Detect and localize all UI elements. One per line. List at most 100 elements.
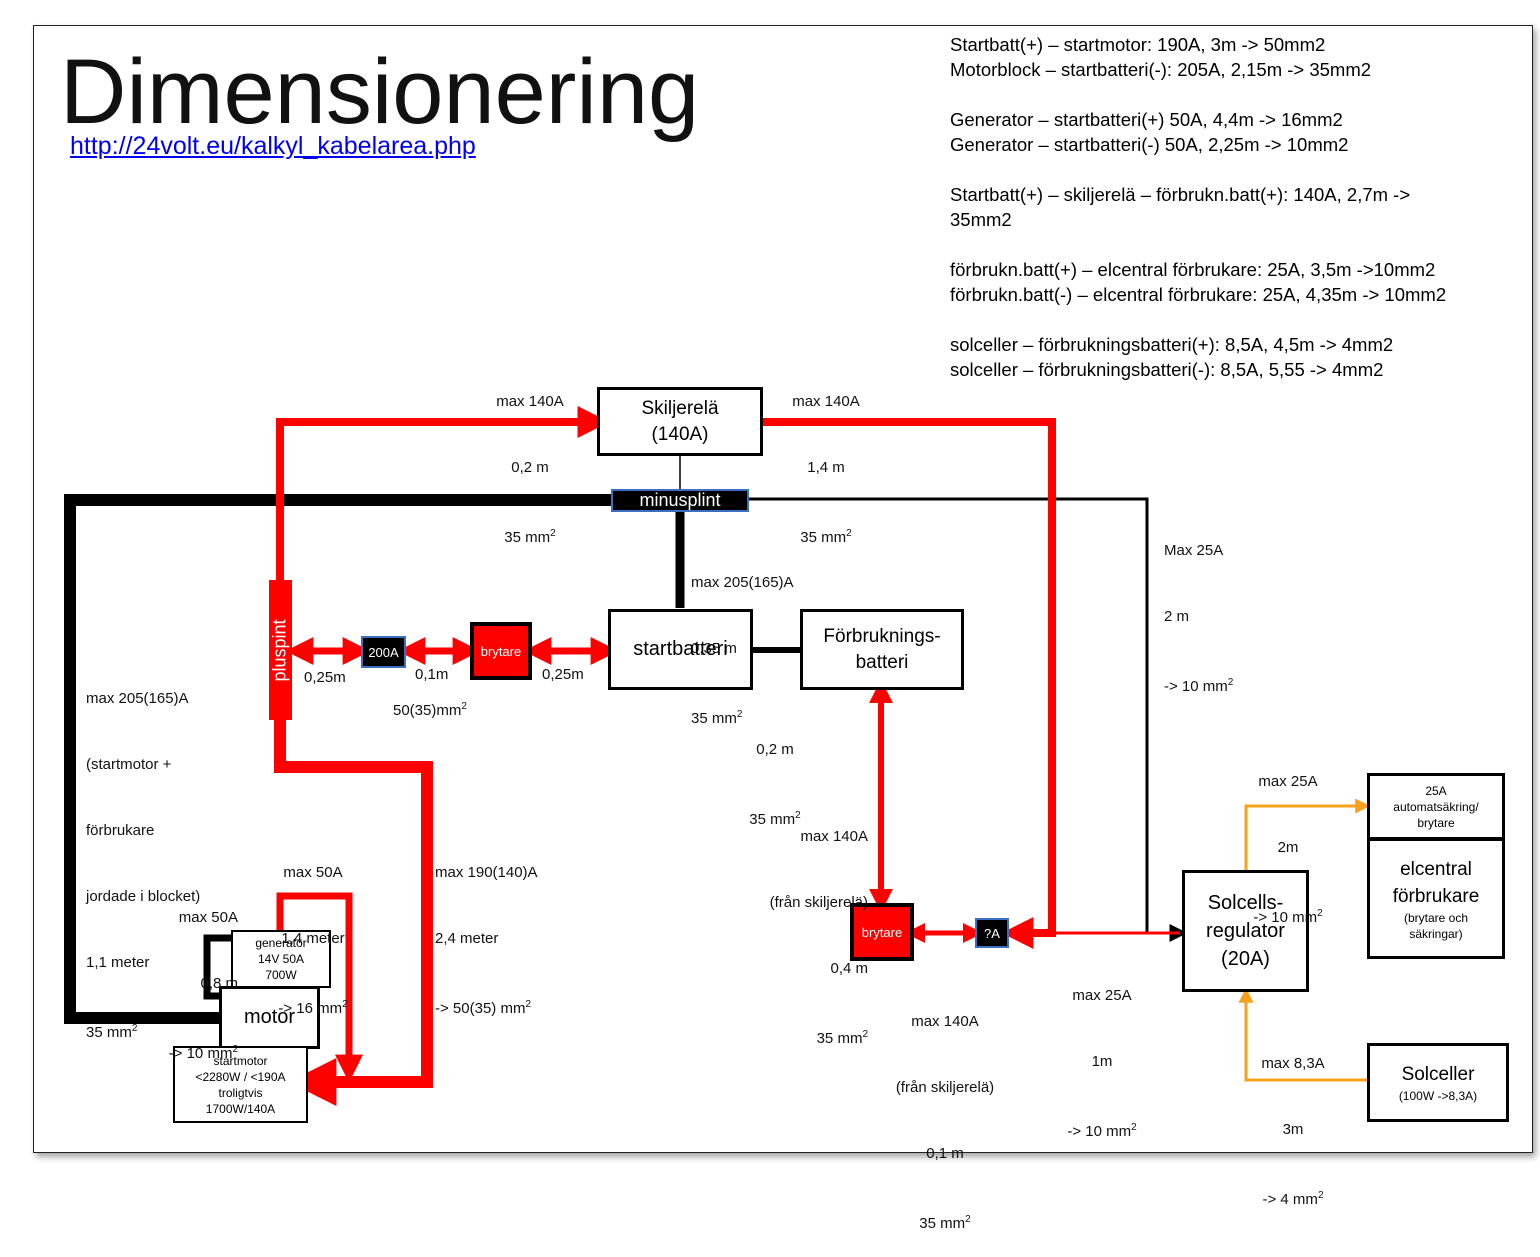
ground-cable-motor [64,494,612,1024]
label-top-right: max 140A 1,4 m 35 mm2 [766,347,886,571]
brytare-forbrukning[interactable]: brytare [850,903,914,961]
wiring-diagram [64,406,1371,1106]
label-top-left: max 140A 0,2 m 35 mm2 [470,347,590,571]
automatsakring-box[interactable]: 25A automatsäkring/ brytare [1367,773,1505,840]
label-line: 2m [1277,839,1299,856]
solceller-sub: (100W ->8,3A) [1398,1088,1478,1103]
label-line: -> 10 mm2 [1253,908,1323,926]
generator-box: generator 14V 50A 700W [231,930,331,988]
page-title: Dimensionering [60,41,700,143]
label-line: 3m [1282,1121,1304,1138]
elcentral-title: elcentral förbrukare [1392,858,1480,907]
label-line: -> 10 mm2 [168,1044,238,1062]
label-line: 1,1 meter [86,954,150,971]
elcentral-box: elcentral förbrukare (brytare och säkrin… [1367,838,1505,959]
label-line: -> 10 mm2 [1067,1122,1137,1140]
pluspint-label: pluspint [270,618,291,682]
label-len-3: 0,25m [542,666,584,683]
info-line: solceller – förbrukningsbatteri(+): 8,5A… [950,334,1394,355]
label-line: 35 mm2 [86,1023,138,1041]
label-line: 35 mm2 [749,810,801,828]
kabelarea-link[interactable]: http://24volt.eu/kalkyl_kabelarea.php [70,132,476,160]
info-line: förbrukn.batt(-) – elcentral förbrukare:… [950,284,1447,305]
label-to-regulator: max 25A 1m -> 10 mm2 [1052,941,1152,1165]
brytare-main-label: brytare [480,643,522,659]
label-line: max 205(165)A [86,690,189,707]
label-line: (från skiljerelä) [769,894,868,911]
solceller-title: Solceller [1401,1063,1475,1085]
label-line: jordade i blocket) [86,888,201,905]
minusplint-bar: minusplint [611,489,749,512]
label-solar-in: max 8,3A 3m -> 4 mm2 [1248,1009,1338,1233]
fuse-200a: 200A [361,636,406,668]
label-line: max 8,3A [1261,1055,1325,1072]
label-forbr-down: max 140A (från skiljerelä) 0,4 m 35 mm2 [738,782,868,1072]
info-line: Generator – startbatteri(+) 50A, 4,4m ->… [950,109,1343,130]
label-left-black: max 205(165)A (startmotor + förbrukare j… [86,644,200,1066]
fuse-qa: ?A [975,918,1009,948]
label-line: max 140A [911,1013,979,1030]
skiljerela-label: Skiljerelä (140A) [641,397,719,445]
generator-ground [203,934,232,1000]
label-line: -> 4 mm2 [1262,1190,1324,1208]
plus-to-startmotor [274,718,433,1106]
label-line: max 25A [1072,987,1132,1004]
elcentral-sub: (brytare och säkringar) [1403,910,1469,941]
label-line: 2 m [1164,608,1190,625]
label-line: 35 mm2 [816,1029,868,1047]
info-line: Startbatt(+) – skiljerelä – förbrukn.bat… [950,184,1411,205]
startmotor-box: startmotor <2280W / <190A troligtvis 170… [173,1046,308,1123]
info-line: förbrukn.batt(+) – elcentral förbrukare:… [950,259,1436,280]
forbrukningsbatteri-label: Förbruknings- batteri [823,625,941,673]
label-line: 0,2 m [511,459,549,476]
label-line: 0,8 m [200,975,238,992]
label-line: Max 25A [1164,542,1224,559]
label-line: 0,1 m [926,1145,964,1162]
info-line [950,82,1520,107]
label-line: (startmotor + [86,756,172,773]
info-line: solceller – förbrukningsbatteri(-): 8,5A… [950,359,1384,380]
label-line: 35 mm2 [504,528,556,546]
label-line: 2,4 meter [435,930,499,947]
label-gen-minus: max 50A 0,8 m -> 10 mm2 [138,863,238,1087]
forbrukningsbatteri-box: Förbruknings- batteri [800,609,964,690]
label-line: 0,4 m [830,960,868,977]
regulator-to-automat [1244,798,1371,870]
label-line: 35 mm2 [691,709,743,727]
brytare-main[interactable]: brytare [470,622,532,680]
motor-box: motor [219,986,320,1049]
info-line: Motorblock – startbatteri(-): 205A, 2,15… [950,59,1372,80]
label-len-2: 0,1m [415,666,449,683]
label-battery-link: 0,2 m 35 mm2 [735,695,815,853]
label-line: 0,2 m [756,741,794,758]
info-line: 35mm2 [950,209,1012,230]
label-line: -> 16 mm2 [278,999,348,1017]
plus-to-skiljerela [276,406,610,585]
info-line [950,232,1520,257]
automatsakring-label: 25A automatsäkring/ brytare [1393,783,1479,830]
label-startmotor-plus: max 190(140)A 2,4 meter -> 50(35) mm2 [435,818,538,1042]
info-line [950,307,1520,332]
label-line: -> 50(35) mm2 [435,999,532,1017]
label-line: 1,4 meter [281,930,345,947]
label-regulator-up: max 25A 2m -> 10 mm2 [1238,727,1338,951]
label-line: 1m [1091,1053,1113,1070]
label-minus-down: max 205(165)A 0,35 m 35 mm2 [691,528,794,752]
pluspint-bar: pluspint [269,580,292,720]
label-line: max 140A [800,828,868,845]
label-line: max 190(140)A [435,864,538,881]
cable-spec-list: Startbatt(+) – startmotor: 190A, 3m -> 5… [950,32,1520,382]
solcellsregulator-box: Solcells- regulator (20A) [1182,870,1309,992]
label-line: 0,35 m [691,640,737,657]
generator-plus [276,892,363,1083]
solcellsregulator-label: Solcells- regulator (20A) [1206,892,1285,970]
solceller-box: Solceller (100W ->8,3A) [1367,1043,1509,1122]
info-line [950,157,1520,182]
skiljerela-box: Skiljerelä (140A) [597,387,763,456]
label-line: max 25A [1258,773,1318,790]
startbatteri-box: startbatteri [608,609,753,690]
brytare-forbrukning-label: brytare [861,924,903,940]
label-gen-plus: max 50A 1,4 meter -> 16 mm2 [258,818,368,1042]
label-line: -> 10 mm2 [1164,677,1234,695]
label-len-1: 0,25m [304,669,346,686]
